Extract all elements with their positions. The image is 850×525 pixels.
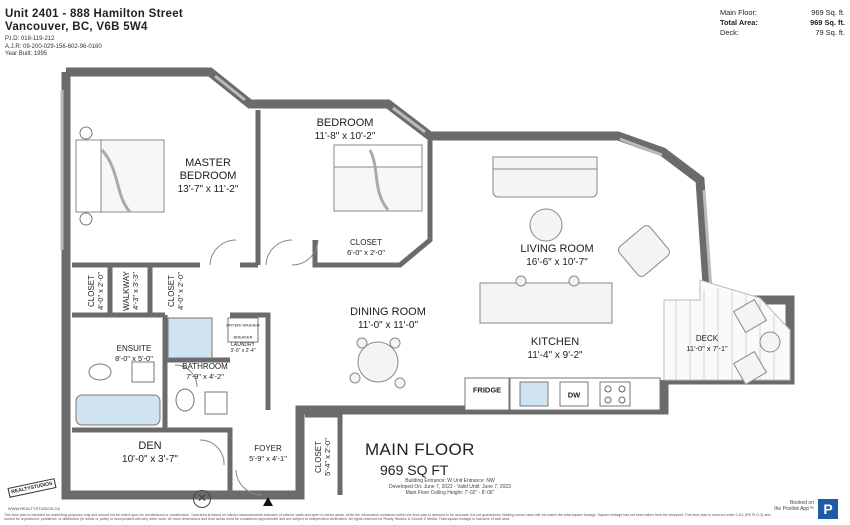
room-name: CLOSET xyxy=(167,275,176,308)
room-name: DECK xyxy=(695,334,719,343)
room-name: FOYER xyxy=(254,444,282,453)
room-dimensions: 4'-0" x 2'-0" xyxy=(176,272,185,310)
booked-on-text: Booked on the Poolink App™ xyxy=(770,500,814,512)
room-dimensions: 8'-0" x 5'-0" xyxy=(115,353,153,363)
poolink-badge-icon: P xyxy=(818,499,838,519)
pid-text: P.I.D: 018-119-212 xyxy=(5,36,55,42)
room-label-laundry: LAUNDRY 3'-0" x 2'-4" xyxy=(230,342,255,354)
area-row-total: Total Area: 969 Sq. ft. xyxy=(720,18,845,28)
living-furniture xyxy=(479,156,670,324)
ajr-text: A.J.R: 09-200-029-156-602-96-0160 xyxy=(5,43,102,50)
room-label-closet-foyer: CLOSET 5'-4" x 2'-0" xyxy=(314,425,332,489)
room-name: CLOSET xyxy=(314,441,323,474)
deck-area xyxy=(663,279,791,386)
master-bed-icon xyxy=(75,126,165,226)
room-name: LAUNDRY xyxy=(231,342,255,348)
area-value: 969 Sq. ft. xyxy=(811,8,845,17)
room-dimensions: 5'-9" x 4'-1" xyxy=(249,453,287,463)
room-name: MASTER xyxy=(185,157,231,169)
room-label-kitchen: KITCHEN 11'-4" x 9'-2" xyxy=(527,336,582,362)
brand-url: WWW.REALTYSTUDIOS.CA xyxy=(8,506,60,511)
room-dimensions: 10'-0" x 3'-7" xyxy=(122,454,178,465)
entrance-arrow-icon xyxy=(263,497,273,506)
room-dimensions: 3'-0" x 2'-4" xyxy=(230,348,256,354)
room-dimensions: 11'-8" x 10'-2" xyxy=(314,131,376,142)
room-name: LIVING ROOM xyxy=(520,243,594,255)
room-dimensions: 16'-6" x 10'-7" xyxy=(526,257,588,268)
breaker-label: BREAKER xyxy=(233,334,253,340)
dining-table-icon xyxy=(349,337,406,389)
room-label-deck: DECK 11'-0" x 7'-1" xyxy=(686,334,727,353)
kitchen-counter xyxy=(464,377,661,411)
room-label-living-room: LIVING ROOM 16'-6" x 10'-7" xyxy=(520,243,593,269)
plan-area: 969 SQ FT xyxy=(380,462,449,478)
room-dimensions: 11'-0" x 7'-1" xyxy=(686,343,728,353)
area-label: Deck: xyxy=(720,28,739,37)
room-dimensions: 7'-9" x 4'-2" xyxy=(186,371,224,381)
area-value: 969 Sq. ft. xyxy=(810,18,845,27)
room-label-walkway: WALKWAY 4'-3" x 3'-3" xyxy=(122,261,140,321)
room-label-dining-room: DINING ROOM 11'-0" x 11'-0" xyxy=(350,306,426,332)
room-dimensions: 13'-7" x 11'-2" xyxy=(177,184,239,195)
address-line-2: Vancouver, BC, V6B 5W4 xyxy=(5,21,148,33)
room-label-master-bedroom: MASTER BEDROOM 13'-7" x 11'-2" xyxy=(178,157,239,196)
room-label-ensuite: ENSUITE 8'-0" x 5'-0" xyxy=(115,344,153,363)
room-dimensions: 11'-0" x 11'-0" xyxy=(357,320,419,331)
room-dimensions: 5'-4" x 2'-0" xyxy=(323,438,332,476)
disclaimer-text: This floor plan is intended for marketin… xyxy=(4,513,771,522)
room-name: BEDROOM xyxy=(179,170,237,182)
bedroom-bed-icon xyxy=(333,144,423,212)
room-label-den: DEN 10'-0" x 3'-7" xyxy=(122,440,178,466)
property-meta: P.I.D: 018-119-212 A.J.R: 09-200-029-156… xyxy=(5,36,102,59)
room-dimensions: 6'-0" x 2'-0" xyxy=(347,247,385,257)
door-swings xyxy=(174,239,319,496)
room-dimensions: 11'-4" x 9'-2" xyxy=(527,350,583,361)
room-label-bedroom: BEDROOM 11'-8" x 10'-2" xyxy=(315,117,376,143)
ceiling-text: Main Floor Ceiling Height: 7'-02" - 8'-0… xyxy=(405,490,495,496)
booked-line: the Poolink App™ xyxy=(774,506,814,512)
room-label-bathroom: BATHROOM 7'-9" x 4'-2" xyxy=(182,362,228,381)
dryer-washer-label: DRYER/ WASHER xyxy=(226,322,260,328)
area-summary-table: Main Floor: 969 Sq. ft. Total Area: 969 Sq… xyxy=(720,8,845,38)
plan-info: Building Entrance: W Unit Entrance: NW D… xyxy=(360,478,540,496)
address-line-1: Unit 2401 - 888 Hamilton Street xyxy=(5,8,184,20)
room-label-closet-left-1: CLOSET 4'-0" x 2'-0" xyxy=(87,261,105,321)
booked-line: Booked on xyxy=(790,500,814,506)
room-name: DINING ROOM xyxy=(350,306,426,318)
room-label-bedroom-closet: CLOSET 6'-0" x 2'-0" xyxy=(347,238,385,257)
fridge-label: FRIDGE xyxy=(472,385,502,395)
area-label: Total Area: xyxy=(720,18,758,27)
room-name: DEN xyxy=(138,440,162,452)
room-name: CLOSET xyxy=(87,275,96,308)
room-dimensions: 4'-3" x 3'-3" xyxy=(131,272,140,310)
windows xyxy=(60,74,713,291)
year-built-text: Year Built: 1995 xyxy=(5,51,48,58)
room-name: ENSUITE xyxy=(116,344,152,353)
room-dimensions: 4'-0" x 2'-0" xyxy=(96,272,105,310)
bath-fixtures xyxy=(75,317,259,426)
area-row-deck: Deck: 79 Sq. ft. xyxy=(720,28,845,38)
developed-text: Developed On: June 7, 2022 - Valid Until… xyxy=(389,484,511,490)
property-address: Unit 2401 - 888 Hamilton Street Vancouve… xyxy=(5,8,183,34)
room-name: BATHROOM xyxy=(182,362,228,371)
room-name: WALKWAY xyxy=(122,271,131,311)
room-name: KITCHEN xyxy=(530,336,580,348)
area-value: 79 Sq. ft. xyxy=(815,28,845,37)
room-label-closet-left-2: CLOSET 4'-0" x 2'-0" xyxy=(167,261,185,321)
room-label-foyer: FOYER 5'-9" x 4'-1" xyxy=(249,444,287,463)
room-name: BEDROOM xyxy=(316,117,374,129)
entrance-text: Building Entrance: W Unit Entrance: NW xyxy=(405,478,495,484)
dishwasher-label: DW xyxy=(567,390,581,400)
interior-walls xyxy=(72,110,433,495)
compass-icon xyxy=(193,490,211,508)
plan-title: MAIN FLOOR xyxy=(365,440,475,459)
area-label: Main Floor: xyxy=(720,8,757,17)
room-name: CLOSET xyxy=(349,238,383,247)
area-row-main-floor: Main Floor: 969 Sq. ft. xyxy=(720,8,845,18)
